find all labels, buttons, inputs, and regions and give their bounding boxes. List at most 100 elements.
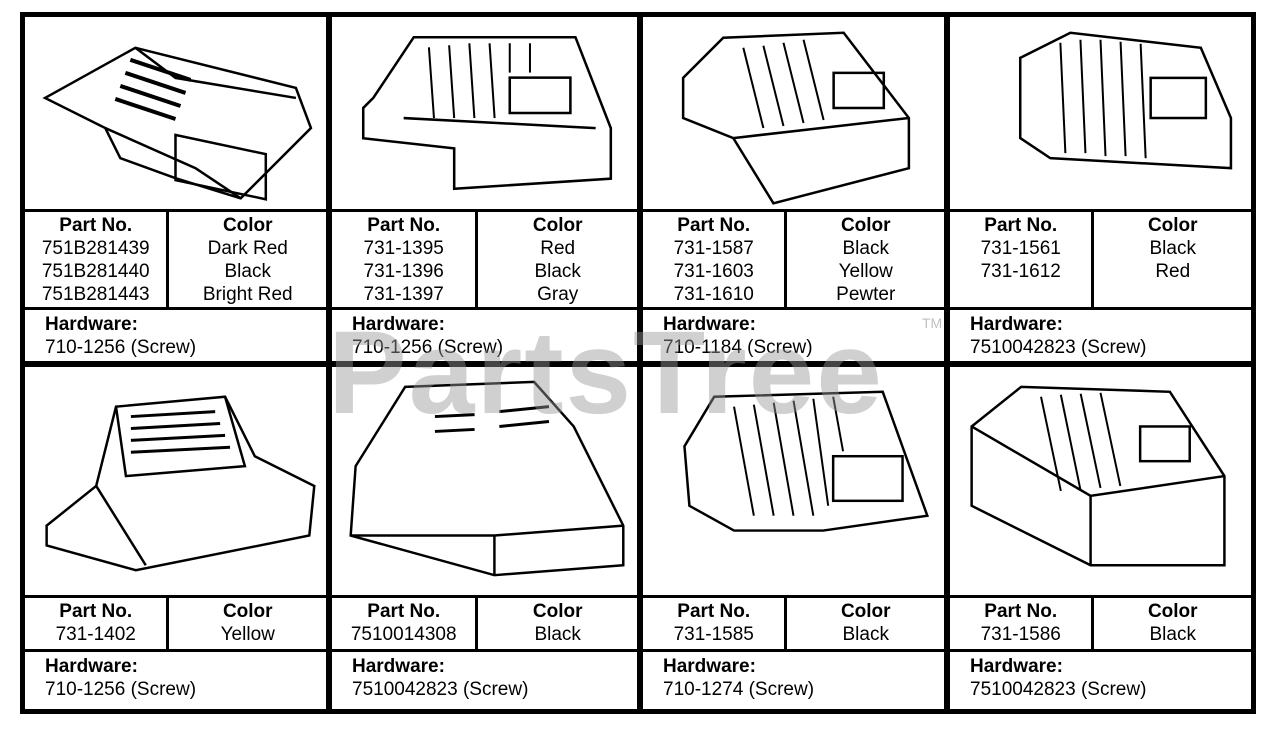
color-header: Color xyxy=(1147,215,1198,236)
color-value: Bright Red xyxy=(202,284,293,305)
engine-cover-low-icon xyxy=(25,367,326,595)
hardware-row: Hardware:710-1256 (Screw) xyxy=(332,307,637,361)
color-header: Color xyxy=(840,601,891,622)
color-value: Black xyxy=(842,238,889,259)
part-no-column: Part No.731-1585 xyxy=(643,598,788,649)
hardware-value: 710-1274 (Screw) xyxy=(663,679,815,700)
hardware-label: Hardware: xyxy=(45,314,138,335)
part-number: 731-1396 xyxy=(363,261,444,282)
engine-cover-flat-icon xyxy=(25,17,326,209)
hardware-value: 7510042823 (Screw) xyxy=(352,679,529,700)
part-number: 731-1586 xyxy=(980,624,1061,645)
hardware-value: 710-1256 (Screw) xyxy=(45,679,197,700)
color-value: Red xyxy=(540,238,576,259)
part-no-column: Part No.731-1402 xyxy=(25,598,170,649)
part-no-header: Part No. xyxy=(59,601,133,622)
part-number: 731-1603 xyxy=(673,261,754,282)
part-number: 751B281440 xyxy=(41,261,150,282)
hardware-label: Hardware: xyxy=(352,314,445,335)
engine-cover-round-icon xyxy=(332,367,637,595)
color-header: Color xyxy=(222,215,273,236)
part-number: 731-1610 xyxy=(673,284,754,305)
engine-cover-vented-icon xyxy=(950,17,1251,209)
part-no-header: Part No. xyxy=(984,601,1058,622)
color-header: Color xyxy=(840,215,891,236)
part-no-column: Part No.7510014308 xyxy=(332,598,479,649)
hardware-row: Hardware:7510042823 (Screw) xyxy=(332,649,637,709)
hardware-label: Hardware: xyxy=(663,314,756,335)
hardware-value: 7510042823 (Screw) xyxy=(970,337,1147,358)
color-value: Gray xyxy=(537,284,579,305)
engine-cover-grille-icon xyxy=(332,17,637,209)
part-number: 751B281443 xyxy=(41,284,150,305)
hardware-label: Hardware: xyxy=(45,656,138,677)
color-value: Black xyxy=(1149,238,1196,259)
hardware-row: Hardware:710-1274 (Screw) xyxy=(643,649,944,709)
hardware-row: Hardware:7510042823 (Screw) xyxy=(950,649,1251,709)
color-value: Black xyxy=(534,261,581,282)
part-number: 731-1402 xyxy=(55,624,136,645)
part-number: 731-1397 xyxy=(363,284,444,305)
color-value: Dark Red xyxy=(207,238,288,259)
part-no-header: Part No. xyxy=(677,215,751,236)
engine-cover-sloped-icon xyxy=(643,17,944,209)
hardware-value: 710-1256 (Screw) xyxy=(45,337,197,358)
hardware-row: Hardware:710-1256 (Screw) xyxy=(25,307,326,361)
color-value: Black xyxy=(1149,624,1196,645)
part-no-column: Part No.731-1586 xyxy=(950,598,1095,649)
engine-cover-ribbed-icon xyxy=(643,367,944,595)
part-number: 731-1585 xyxy=(673,624,754,645)
hardware-row: Hardware:7510042823 (Screw) xyxy=(950,307,1251,361)
color-value: Red xyxy=(1155,261,1191,282)
color-value: Black xyxy=(224,261,271,282)
hardware-value: 710-1256 (Screw) xyxy=(352,337,504,358)
color-header: Color xyxy=(532,601,583,622)
hardware-value: 7510042823 (Screw) xyxy=(970,679,1147,700)
color-header: Color xyxy=(532,215,583,236)
engine-cover-box-icon xyxy=(950,367,1251,595)
hardware-label: Hardware: xyxy=(352,656,445,677)
part-number: 751B281439 xyxy=(41,238,150,259)
part-no-header: Part No. xyxy=(367,215,441,236)
color-value: Black xyxy=(534,624,581,645)
part-number: 731-1561 xyxy=(980,238,1061,259)
color-value: Yellow xyxy=(838,261,893,282)
part-number: 731-1612 xyxy=(980,261,1061,282)
part-no-header: Part No. xyxy=(59,215,133,236)
hardware-row: Hardware:710-1184 (Screw) xyxy=(643,307,944,361)
watermark-trademark: TM xyxy=(922,315,943,331)
hardware-row: Hardware:710-1256 (Screw) xyxy=(25,649,326,709)
part-number: 731-1587 xyxy=(673,238,754,259)
hardware-label: Hardware: xyxy=(970,314,1063,335)
hardware-label: Hardware: xyxy=(663,656,756,677)
color-value: Yellow xyxy=(220,624,275,645)
part-no-header: Part No. xyxy=(984,215,1058,236)
part-number: 7510014308 xyxy=(350,624,457,645)
hardware-value: 710-1184 (Screw) xyxy=(663,337,813,358)
